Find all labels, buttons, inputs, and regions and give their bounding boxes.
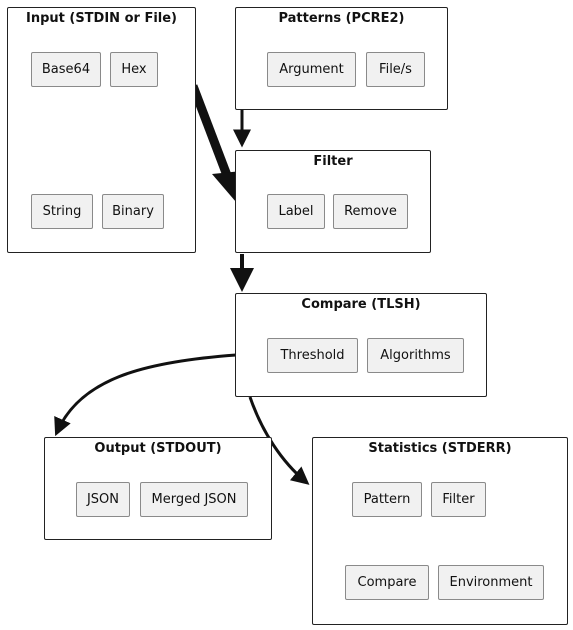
input-group-title: Input (STDIN or File) (25, 11, 178, 26)
statistics-pattern-node: Pattern (352, 482, 422, 517)
output-merged-json-node: Merged JSON (140, 482, 248, 517)
input-base64-node: Base64 (31, 52, 101, 87)
output-group: Output (STDOUT) JSON Merged JSON (44, 437, 272, 540)
output-group-title: Output (STDOUT) (94, 441, 222, 456)
statistics-group: Statistics (STDERR) Pattern Filter Compa… (312, 437, 568, 625)
input-group: Input (STDIN or File) Base64 Hex String … (7, 7, 196, 253)
statistics-filter-node: Filter (431, 482, 486, 517)
input-binary-node: Binary (102, 194, 164, 229)
statistics-compare-node: Compare (345, 565, 429, 600)
patterns-argument-node: Argument (267, 52, 356, 87)
filter-group: Filter Label Remove (235, 150, 431, 253)
filter-label-node: Label (267, 194, 325, 229)
input-hex-node: Hex (110, 52, 158, 87)
compare-threshold-node: Threshold (267, 338, 358, 373)
statistics-environment-node: Environment (438, 565, 544, 600)
compare-group: Compare (TLSH) Threshold Algorithms (235, 293, 487, 397)
patterns-group: Patterns (PCRE2) Argument File/s (235, 7, 448, 110)
output-json-node: JSON (76, 482, 130, 517)
compare-algorithms-node: Algorithms (367, 338, 464, 373)
filter-remove-node: Remove (333, 194, 408, 229)
patterns-files-node: File/s (366, 52, 425, 87)
statistics-group-title: Statistics (STDERR) (368, 441, 512, 456)
patterns-group-title: Patterns (PCRE2) (278, 11, 405, 26)
edge-compare-to-output (54, 353, 237, 437)
input-string-node: String (31, 194, 93, 229)
compare-group-title: Compare (TLSH) (301, 297, 421, 312)
edge-input-to-filter (188, 84, 233, 180)
filter-group-title: Filter (313, 154, 353, 169)
